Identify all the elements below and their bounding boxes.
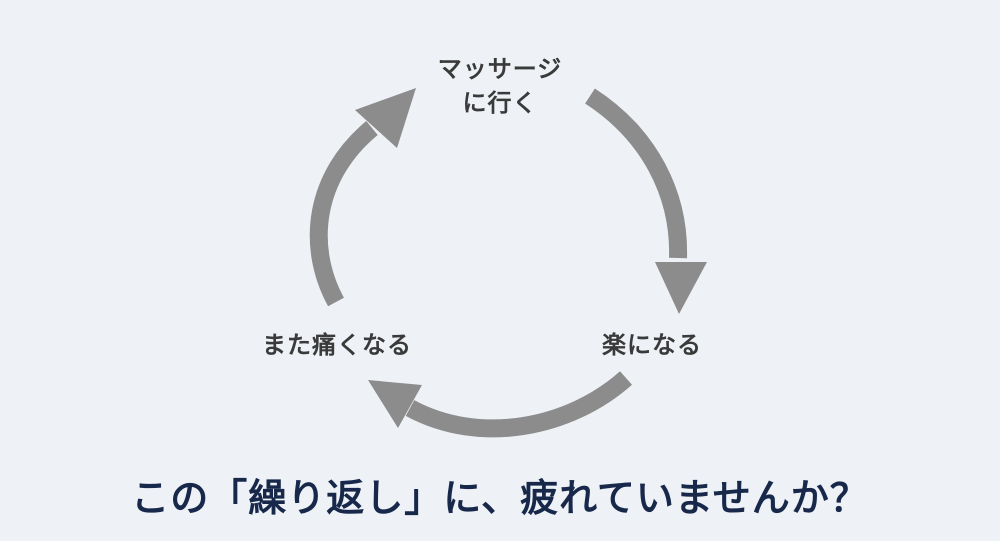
arrow-pain-to-massage	[309, 121, 378, 307]
arrowhead-massage-to-relief	[655, 262, 707, 314]
node-massage-line-1: マッサージ	[437, 55, 563, 83]
node-pain-again-label: また痛くなる	[262, 331, 412, 359]
node-massage-line-2: に行く	[462, 89, 538, 117]
node-relief: 楽になる	[602, 328, 702, 362]
headline: この「繰り返し」に、疲れていませんか？	[131, 476, 869, 520]
arrowhead-pain-to-massage	[355, 88, 416, 148]
arrow-massage-to-relief	[585, 88, 688, 259]
node-relief-label: 楽になる	[602, 331, 702, 359]
arrow-relief-to-pain	[405, 371, 632, 438]
node-massage: マッサージ に行く	[400, 52, 600, 120]
node-pain-again: また痛くなる	[262, 328, 412, 362]
arrowhead-relief-to-pain	[368, 380, 422, 428]
